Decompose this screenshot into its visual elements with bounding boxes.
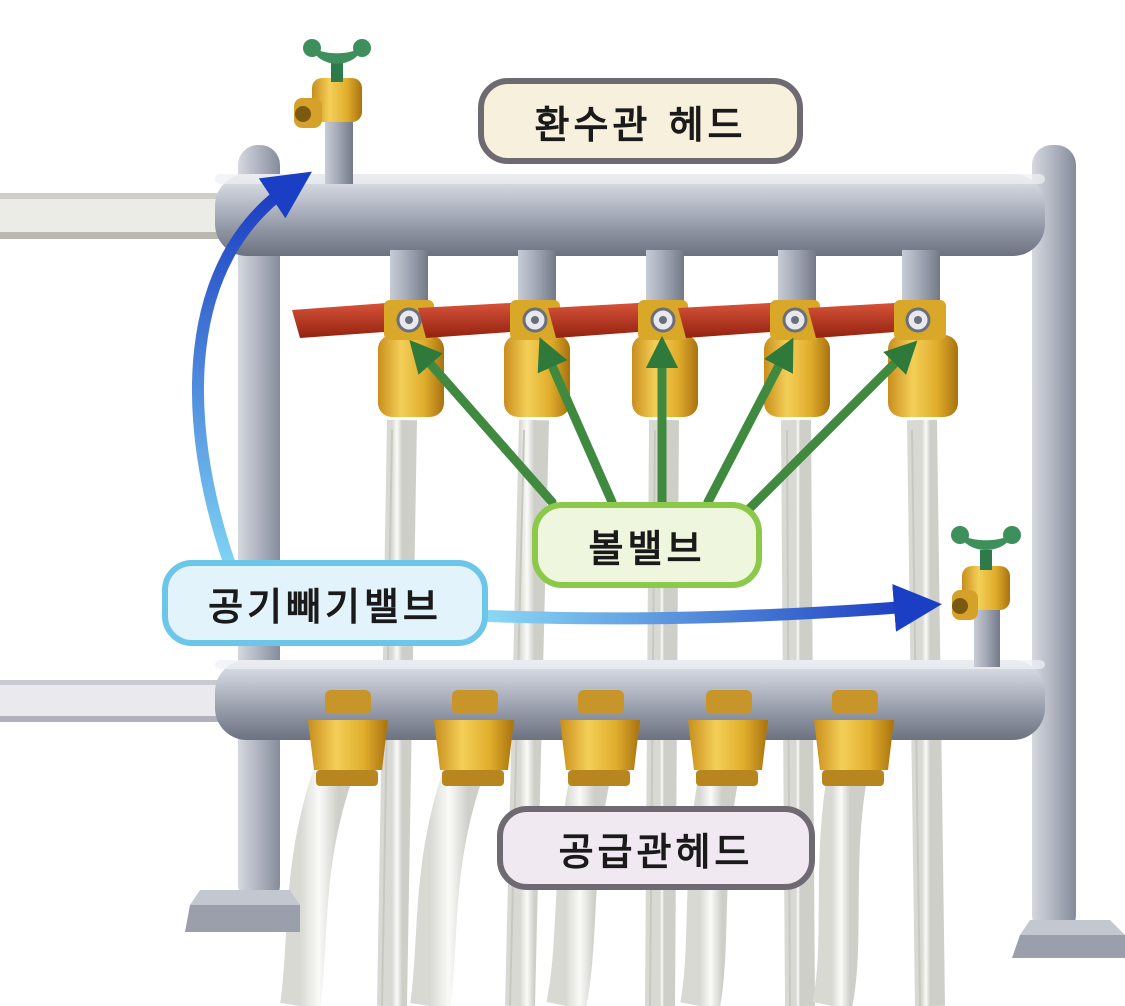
- supply-fittings: [308, 690, 894, 786]
- ball-valve-1[interactable]: [292, 250, 444, 417]
- ball-valve-label: 볼밸브: [532, 502, 762, 588]
- supply-fitting-1: [308, 690, 388, 786]
- air-vent-valve-bottom[interactable]: [951, 526, 1021, 667]
- return-header-label: 환수관 헤드: [478, 78, 803, 164]
- supply-fitting-3: [560, 690, 640, 786]
- ball-valves: [292, 250, 958, 417]
- air-vent-valve-top[interactable]: [294, 39, 371, 184]
- ball-valve-3[interactable]: [548, 250, 698, 417]
- supply-fitting-5: [814, 690, 894, 786]
- ball-valve-4[interactable]: [678, 250, 830, 417]
- air-vent-arrows: [191, 171, 942, 632]
- supply-header-label: 공급관헤드: [497, 806, 815, 890]
- return-header-pipe: [215, 174, 1045, 256]
- ball-valve-5[interactable]: [808, 250, 958, 417]
- frame-left: [185, 145, 300, 932]
- supply-fitting-4: [688, 690, 768, 786]
- ball-valve-arrows: [409, 335, 918, 515]
- inlet-pipes: [0, 193, 230, 722]
- frame-right: [1012, 145, 1125, 958]
- air-vent-valve-label: 공기빼기밸브: [162, 560, 488, 646]
- supply-fitting-2: [434, 690, 514, 786]
